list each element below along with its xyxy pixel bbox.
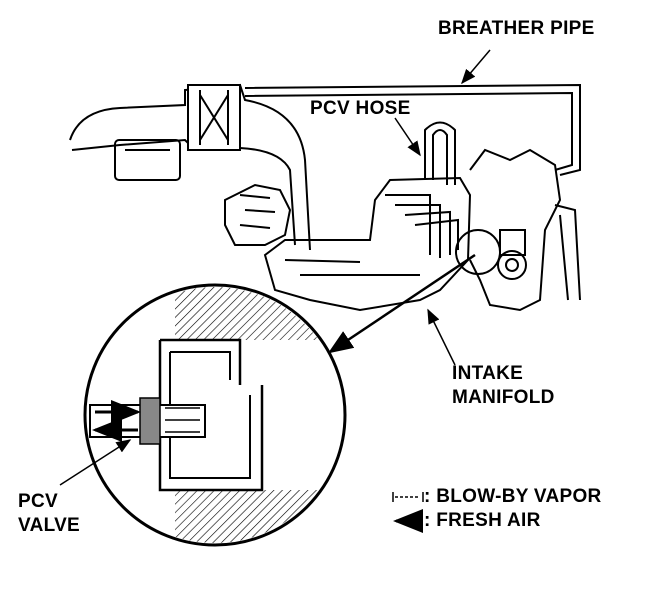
intake-manifold-leader <box>427 308 456 366</box>
pcv-hose-leader <box>394 117 421 157</box>
legend-fresh-air: : FRESH AIR <box>424 510 541 531</box>
breather-pipe-leader <box>461 49 491 85</box>
throttle-body <box>224 183 292 246</box>
pcv-hose <box>424 121 456 185</box>
intake-manifold-label: INTAKE MANIFOLD <box>452 363 555 408</box>
breather-pipe <box>244 83 581 176</box>
legend-blow-by-vapor: : BLOW-BY VAPOR <box>424 486 602 507</box>
pcv-valve-detail <box>83 283 347 547</box>
detail-pointer-line <box>327 253 476 354</box>
breather-pipe-label: BREATHER PIPE <box>438 18 595 39</box>
pcv-valve-label: PCV VALVE <box>18 491 81 536</box>
pcv-hose-label: PCV HOSE <box>310 98 411 119</box>
air-intake-duct <box>69 83 311 251</box>
engine-cylinder <box>455 148 581 312</box>
pcv-valve-leader <box>59 439 132 486</box>
intake-manifold <box>263 176 472 312</box>
blow-by-vapor-symbol <box>392 492 424 502</box>
